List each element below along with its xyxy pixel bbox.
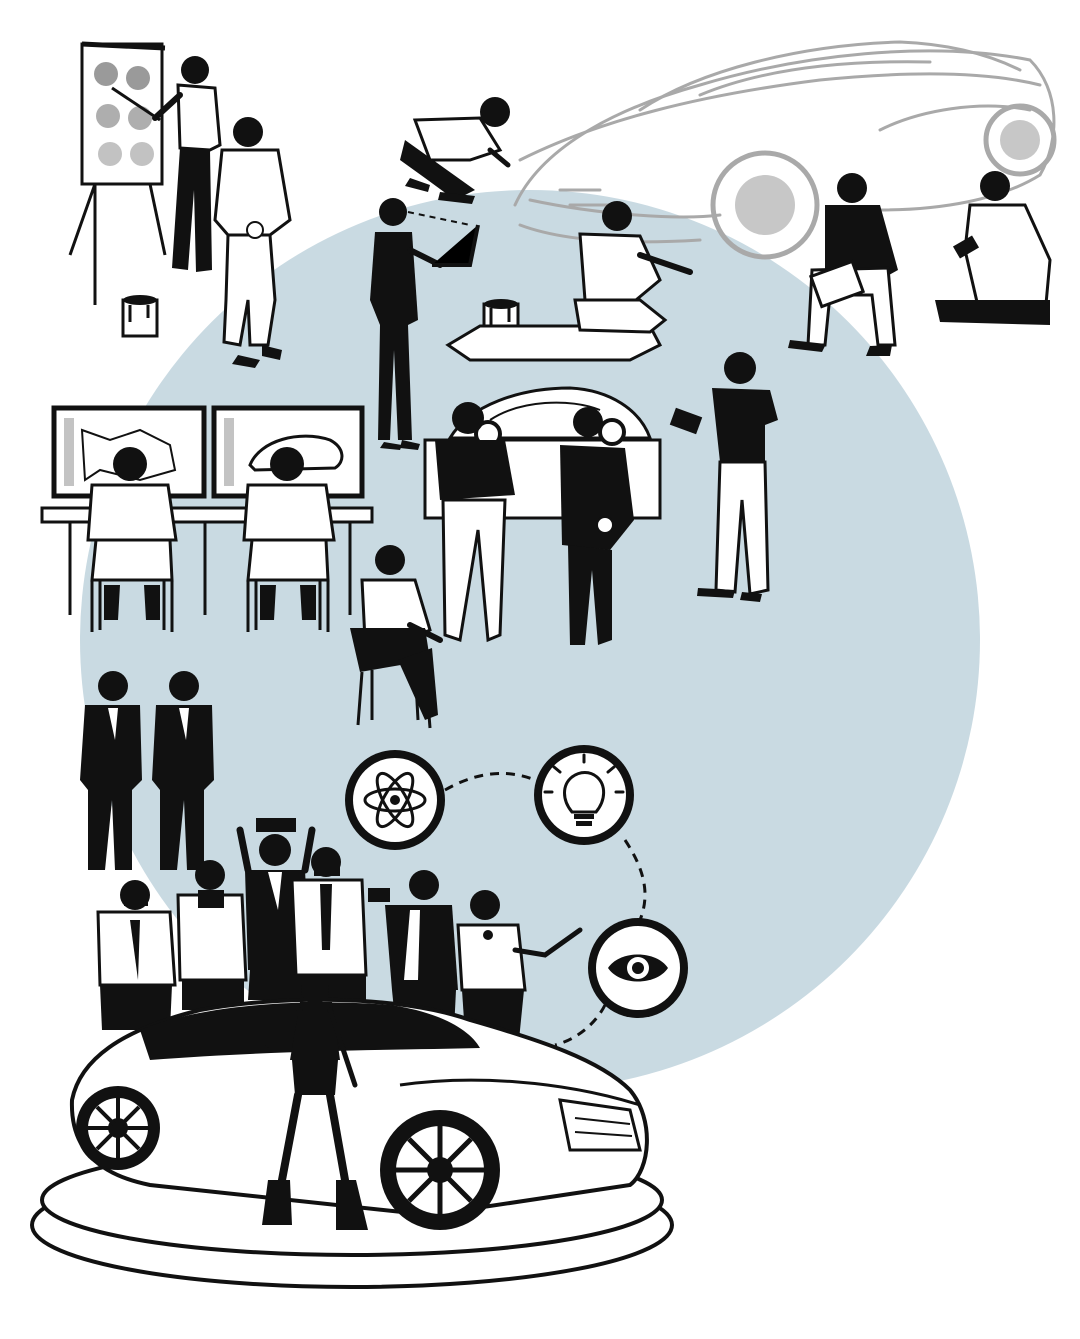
listener-person [213,117,292,368]
photographer-person [96,880,177,1030]
cad-designer [242,447,336,632]
show-car-display [30,997,674,1289]
atom-icon [345,750,445,850]
presenter-person [152,56,222,272]
floor-tablet-user [935,171,1052,325]
model-reviewer [560,407,634,645]
cad-designer [86,447,178,632]
seated-reviewer [788,173,898,356]
executive-person [152,671,214,870]
cad-workstation [40,405,374,632]
eye-icon [588,918,688,1018]
crouching-sketcher [400,97,511,204]
flipchart-presentation [68,41,292,368]
seated-remote-user [350,545,443,729]
photographer-person [176,860,248,1010]
lightbulb-icon [534,745,634,845]
clay-sculptor [445,201,693,362]
idea-connector [554,1004,607,1047]
concept-car-sketch [513,40,1057,260]
model-reviewer [435,402,515,643]
paint-can-icon [121,295,159,338]
floor-mat [445,324,663,362]
idea-connector [444,771,536,792]
executive-person [80,671,142,870]
clipboard-reviewer [669,352,778,602]
car-model-person [262,976,368,1230]
laptop-presenter [370,198,480,450]
